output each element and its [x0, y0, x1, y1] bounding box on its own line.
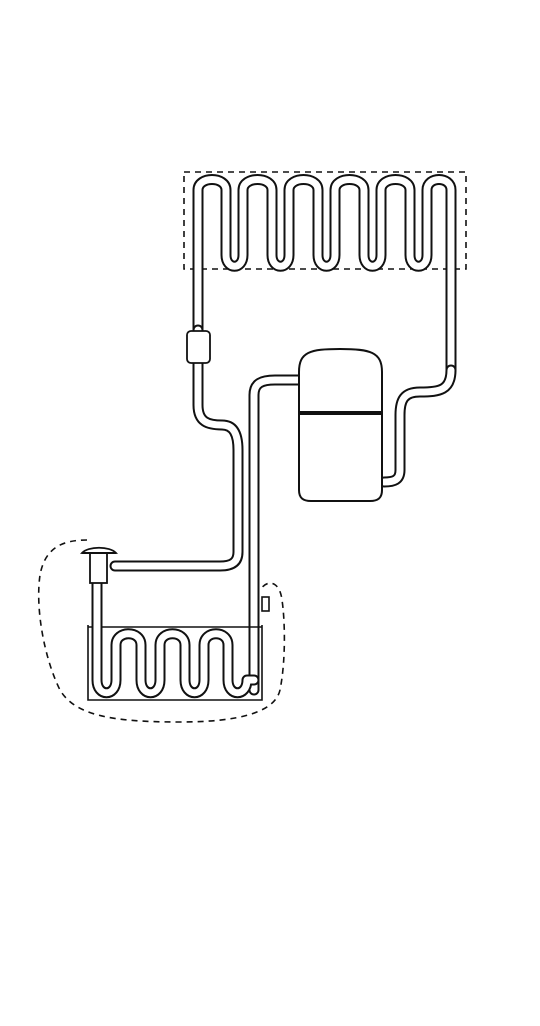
liquid-line — [115, 330, 238, 566]
suction-line — [254, 380, 300, 690]
discharge-line — [384, 370, 451, 482]
filter-drier — [187, 331, 210, 363]
evaporator-coil — [97, 565, 254, 693]
compressor — [299, 349, 382, 501]
sensing-bulb — [262, 597, 269, 611]
condenser-coil — [198, 180, 451, 371]
